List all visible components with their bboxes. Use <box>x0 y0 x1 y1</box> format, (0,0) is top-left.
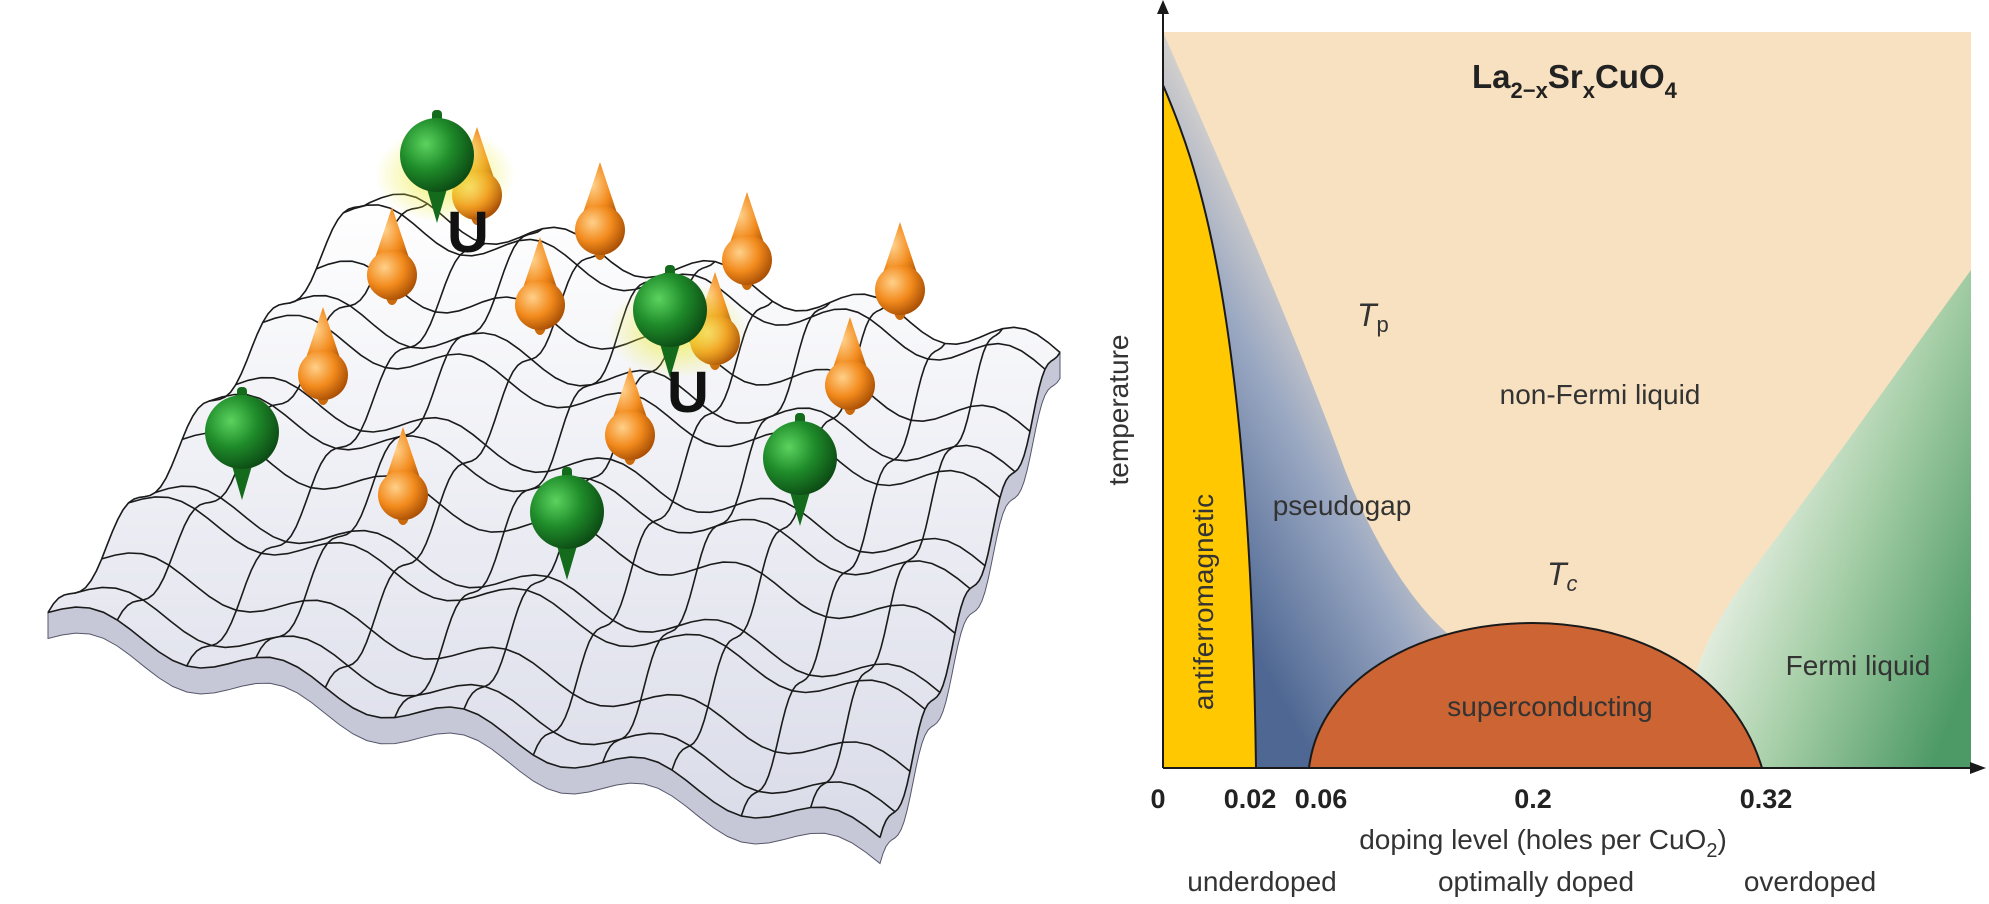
spin-up-particle <box>298 307 348 405</box>
superconducting-label: superconducting <box>1447 691 1652 722</box>
x-tick-0: 0 <box>1150 784 1165 814</box>
antiferromagnetic-region <box>1163 85 1256 768</box>
underdoped-label: underdoped <box>1187 866 1336 897</box>
spin-up-particle <box>575 162 625 260</box>
compound-formula: La2−xSrxCuO4 <box>1472 58 1678 103</box>
y-axis-arrow <box>1157 0 1169 14</box>
spin-up-particle <box>875 222 925 320</box>
pseudogap-label: pseudogap <box>1273 490 1412 521</box>
x-tick-0-32: 0.32 <box>1740 784 1793 814</box>
grid-line <box>809 328 1004 808</box>
spin-up-particle <box>515 237 565 335</box>
grid-line <box>532 300 774 756</box>
spin-down-electron <box>608 265 748 378</box>
spin-down-electron <box>763 413 837 526</box>
x-axis-label: doping level (holes per CuO2) <box>1359 824 1727 862</box>
x-axis-arrow <box>1970 762 1986 774</box>
spin-down-electron <box>375 110 515 223</box>
antiferromagnetic-label: antiferromagnetic <box>1188 494 1219 710</box>
grid-line <box>601 301 831 763</box>
superconducting-dome <box>1307 622 1764 769</box>
x-tick-0-2: 0.2 <box>1514 784 1552 814</box>
interaction-label-u-1: U <box>447 200 489 265</box>
spin-up-particle <box>825 317 875 415</box>
optimally-doped-label: optimally doped <box>1438 866 1634 897</box>
tp-label: Tp <box>1357 297 1389 337</box>
spin-up-particles <box>298 127 925 525</box>
phase-diagram: La2−xSrxCuO4 Tp Tc non-Fermi liquid pseu… <box>1103 0 1986 897</box>
particles-layer <box>205 110 925 580</box>
overdoped-label: overdoped <box>1744 866 1876 897</box>
spin-up-particle <box>378 427 428 525</box>
spin-down-electrons <box>205 110 837 580</box>
spin-down-electron <box>530 467 604 580</box>
interaction-label-u-2: U <box>667 360 709 425</box>
grid-line <box>185 242 486 667</box>
non-fermi-liquid-label: non-Fermi liquid <box>1500 379 1701 410</box>
grid-line <box>740 342 946 817</box>
y-axis-label: temperature <box>1103 335 1134 486</box>
x-tick-0-06: 0.06 <box>1295 784 1348 814</box>
tc-label: Tc <box>1547 556 1578 596</box>
grid-line <box>47 201 371 613</box>
spin-up-particle <box>367 207 417 305</box>
fermi-liquid-region <box>1675 270 1971 768</box>
spin-up-particle <box>605 367 655 465</box>
spin-up-particle <box>722 192 772 290</box>
neel-boundary-line <box>1162 84 1257 769</box>
grid-line <box>879 352 1061 838</box>
spin-down-electron <box>205 387 279 500</box>
x-tick-0-02: 0.02 <box>1224 784 1277 814</box>
fermi-liquid-label: Fermi liquid <box>1786 650 1931 681</box>
grid-line <box>255 228 543 658</box>
